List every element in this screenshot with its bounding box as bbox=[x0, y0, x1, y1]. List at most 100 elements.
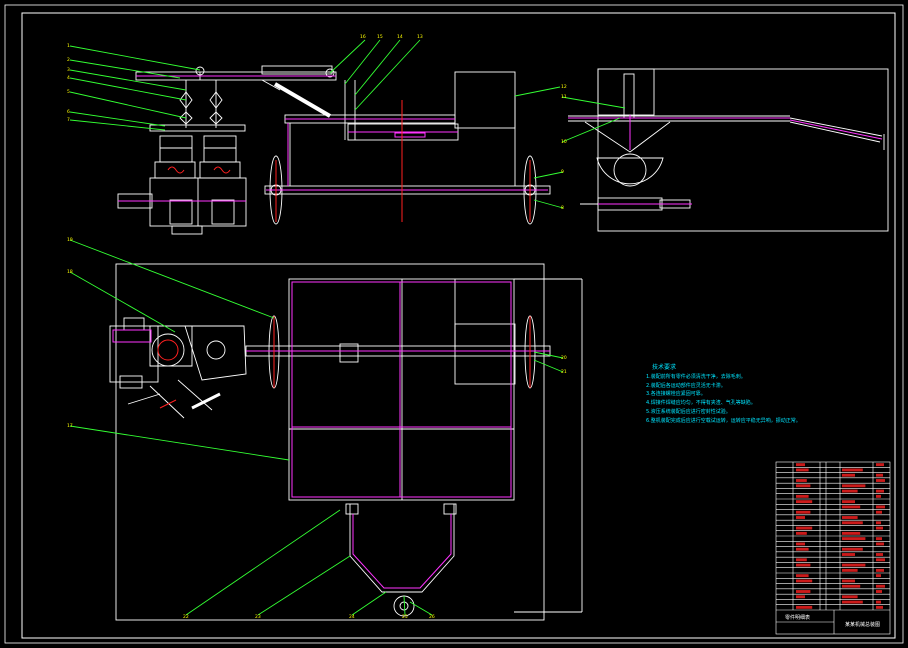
technical-requirement-line-5: 5.液压系统装配后应进行密封性试验。 bbox=[646, 408, 731, 415]
plan-view-red bbox=[157, 316, 531, 409]
bom-cell-text bbox=[796, 558, 807, 562]
bom-cell-text bbox=[876, 463, 884, 467]
bom-table-title: 零件明细表 bbox=[785, 614, 810, 621]
bom-cell-text bbox=[876, 537, 882, 541]
bom-cell-text bbox=[796, 516, 805, 519]
bom-cell-text bbox=[876, 568, 884, 572]
bom-cell-text bbox=[876, 505, 885, 509]
bom-cell-text bbox=[842, 584, 861, 588]
drawing-name: 某某机械总装图 bbox=[845, 621, 880, 628]
balloon-17: 17 bbox=[67, 423, 73, 429]
bom-cell-text bbox=[796, 484, 811, 488]
bom-cell-text bbox=[796, 579, 813, 583]
front-view-red bbox=[167, 100, 531, 222]
bom-cell-text bbox=[842, 553, 855, 556]
bom-cell-text bbox=[876, 605, 883, 609]
bom-cell-text bbox=[796, 563, 811, 567]
balloon-9: 9 bbox=[561, 169, 564, 175]
bom-cell-text bbox=[876, 526, 883, 530]
front-view bbox=[117, 65, 551, 235]
bom-cell-text bbox=[842, 595, 858, 599]
balloon-10: 10 bbox=[561, 139, 567, 145]
front-view-profile bbox=[118, 75, 548, 202]
balloon-21: 21 bbox=[561, 369, 567, 375]
plan-view-profile bbox=[112, 281, 550, 589]
bom-cell-text bbox=[796, 542, 805, 546]
bom-cell-text bbox=[842, 579, 855, 583]
balloon-5: 5 bbox=[67, 89, 70, 95]
bom-cell-text bbox=[876, 494, 881, 498]
bom-cell-text bbox=[876, 542, 884, 546]
balloon-23: 23 bbox=[255, 614, 261, 620]
bom-cell-text bbox=[796, 463, 805, 467]
balloon-8: 8 bbox=[561, 205, 564, 211]
bom-cell-text bbox=[876, 479, 885, 482]
technical-requirement-line-4: 4.焊接件焊缝应均匀，不得有夹渣、气孔等缺陷。 bbox=[646, 400, 756, 407]
technical-requirement-line-1: 1.装配前所有零件必须清洗干净，去除毛刺。 bbox=[646, 373, 746, 380]
technical-requirement-line-6: 6.整机装配完成后应进行空载试运转，运转应平稳无异响，振动正常。 bbox=[646, 417, 801, 424]
bom-cell-text bbox=[842, 468, 863, 472]
bom-cell-text bbox=[842, 516, 858, 519]
bom-cell-text bbox=[876, 489, 884, 493]
bom-cell-text bbox=[796, 510, 811, 514]
bom-cell-text bbox=[876, 521, 881, 525]
bom-cell-text bbox=[842, 537, 866, 541]
side-view bbox=[568, 68, 889, 232]
bom-cell-text bbox=[796, 479, 807, 482]
leader-lines bbox=[69, 39, 626, 616]
bom-cell-text bbox=[796, 468, 809, 472]
bom-cell-text bbox=[796, 590, 811, 593]
bom-cell-text bbox=[842, 547, 863, 551]
balloon-24: 24 bbox=[349, 614, 355, 620]
bom-cells bbox=[796, 463, 885, 609]
bom-cell-text bbox=[876, 584, 885, 588]
balloon-1: 1 bbox=[67, 43, 70, 49]
bom-cell-text bbox=[796, 526, 813, 530]
bom-cell-text bbox=[842, 563, 866, 567]
bom-cell-text bbox=[842, 568, 858, 572]
bom-cell-text bbox=[842, 600, 863, 604]
balloon-22: 22 bbox=[183, 614, 189, 620]
bom-cell-text bbox=[876, 558, 885, 562]
bom-cell-text bbox=[842, 521, 863, 525]
balloon-11: 11 bbox=[561, 94, 567, 100]
balloon-19: 19 bbox=[67, 237, 73, 243]
bom-cell-text bbox=[876, 473, 883, 477]
balloon-20: 20 bbox=[561, 355, 567, 361]
balloon-16: 16 bbox=[360, 34, 366, 40]
balloon-numbers: 1 2 3 4 5 6 7 16 15 14 13 12 11 10 9 8 1… bbox=[67, 34, 567, 620]
bom-cell-text bbox=[842, 505, 861, 509]
balloon-7: 7 bbox=[67, 117, 70, 123]
bom-cell-text bbox=[842, 531, 861, 535]
balloon-26: 26 bbox=[429, 614, 435, 620]
bom-table bbox=[775, 461, 891, 635]
balloon-18: 18 bbox=[67, 269, 73, 275]
technical-requirements-heading: 技术要求 bbox=[652, 364, 677, 371]
technical-requirement-line-2: 2.装配后各运动部件应灵活无卡滞。 bbox=[646, 382, 726, 389]
sheet-outer-border bbox=[4, 4, 904, 644]
balloon-4: 4 bbox=[67, 75, 70, 81]
side-view-profile bbox=[568, 115, 883, 205]
sheet-inner-border bbox=[21, 12, 896, 639]
bom-cell-text bbox=[876, 510, 882, 514]
bom-cell-text bbox=[876, 590, 882, 593]
technical-requirements: 技术要求 1.装配前所有零件必须清洗干净，去除毛刺。 2.装配后各运动部件应灵活… bbox=[646, 364, 806, 426]
bom-cell-text bbox=[796, 605, 813, 609]
balloon-3: 3 bbox=[67, 67, 70, 73]
bom-cell-text bbox=[796, 494, 809, 498]
bom-cell-text bbox=[796, 595, 805, 599]
bom-cell-text bbox=[796, 547, 809, 551]
balloon-15: 15 bbox=[377, 34, 383, 40]
balloon-13: 13 bbox=[417, 34, 423, 40]
balloon-6: 6 bbox=[67, 109, 70, 115]
balloon-25: 25 bbox=[402, 614, 408, 620]
balloon-12: 12 bbox=[561, 84, 567, 90]
bom-cell-text bbox=[842, 489, 858, 493]
bom-cell-text bbox=[842, 473, 855, 477]
technical-requirement-line-3: 3.各连接螺栓应紧固可靠。 bbox=[646, 391, 706, 398]
bom-cell-text bbox=[796, 574, 809, 578]
bom-cell-text bbox=[876, 600, 881, 604]
bom-cell-text bbox=[876, 553, 883, 556]
bom-cell-text bbox=[796, 531, 807, 535]
